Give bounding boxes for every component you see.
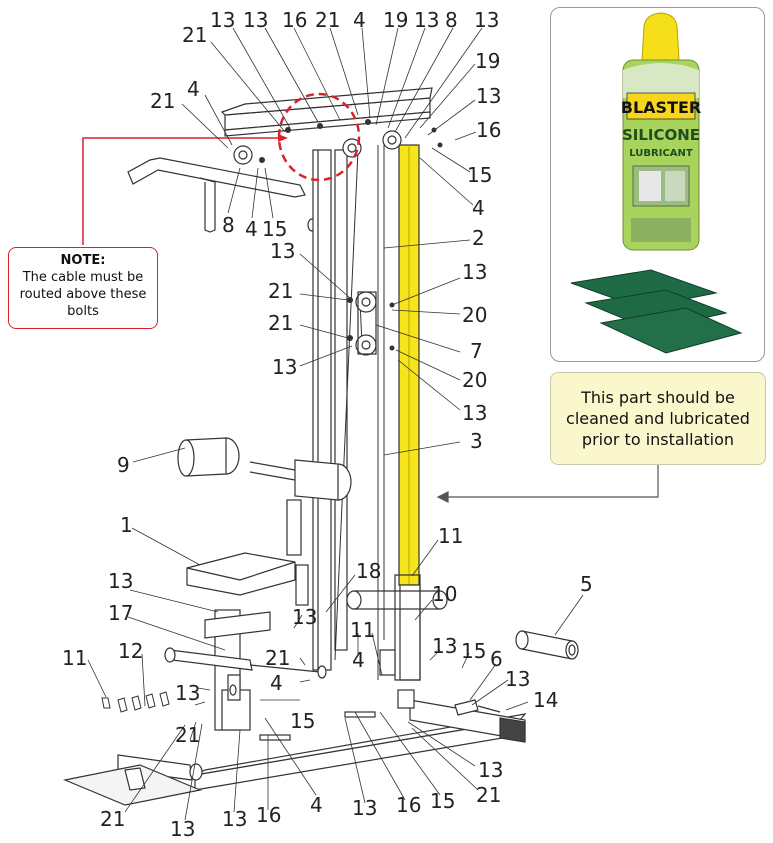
part-label: 15	[290, 709, 315, 733]
part-label: 4	[245, 217, 258, 241]
part-label: 8	[445, 8, 458, 32]
part-label: 16	[476, 118, 501, 142]
part-label: 13	[292, 605, 317, 629]
part-label: 18	[356, 559, 381, 583]
part-label: 13	[505, 667, 530, 691]
loading-pin	[515, 630, 579, 660]
misc-hardware	[259, 689, 501, 741]
product-illustration: BLASTER SILICONE LUBRICANT	[570, 12, 743, 354]
part-label: 6	[490, 647, 503, 671]
part-label: 19	[475, 49, 500, 73]
part-label: 11	[350, 618, 375, 642]
part-label: 12	[118, 639, 143, 663]
part-label: 13	[210, 8, 235, 32]
part-label: 13	[170, 817, 195, 841]
part-label: 17	[108, 601, 133, 625]
part-label: 21	[268, 311, 293, 335]
part-label: 13	[222, 807, 247, 831]
part-label: 20	[462, 368, 487, 392]
part-label: 21	[476, 783, 501, 807]
spray-can: BLASTER SILICONE LUBRICANT	[621, 12, 701, 251]
part-label: 15	[262, 217, 287, 241]
part-label: 13	[474, 8, 499, 32]
lubrication-callout: This part should be cleaned and lubricat…	[550, 372, 766, 465]
part-label: 16	[396, 793, 421, 817]
part-label: 4	[472, 196, 485, 220]
part-label: 13	[476, 84, 501, 108]
pointer-arrows	[436, 465, 659, 503]
part-label: 11	[62, 646, 87, 670]
part-label: 13	[272, 355, 297, 379]
part-label: 2	[472, 226, 485, 250]
roller-pads	[177, 437, 352, 556]
part-label: 21	[175, 723, 200, 747]
part-label: 4	[352, 648, 365, 672]
part-label: 13	[432, 634, 457, 658]
seat	[186, 552, 309, 606]
product-line1: SILICONE	[622, 126, 700, 144]
part-label: 9	[117, 453, 130, 477]
part-label: 16	[256, 803, 281, 827]
part-label: 13	[414, 8, 439, 32]
part-label: 13	[478, 758, 503, 782]
part-label: 15	[430, 789, 455, 813]
part-label: 4	[310, 793, 323, 817]
part-label: 14	[533, 688, 558, 712]
base-frame	[62, 699, 527, 806]
leader-lines	[87, 27, 584, 821]
part-label: 4	[187, 77, 200, 101]
part-label: 15	[461, 639, 486, 663]
part-number-labels: 13 13 16 21 4 19 13 8 13 21 19 21 4 13 1…	[62, 8, 593, 841]
part-label: 1	[120, 513, 133, 537]
part-label: 16	[282, 8, 307, 32]
note-text: The cable must be routed above these bol…	[19, 270, 147, 319]
part-label: 13	[243, 8, 268, 32]
part-label: 15	[467, 163, 492, 187]
lubricant-product-panel: BLASTER SILICONE LUBRICANT	[550, 7, 765, 362]
part-label: 8	[222, 213, 235, 237]
chain	[101, 691, 170, 713]
scouring-pads	[570, 269, 743, 354]
brand-text: BLASTER	[621, 98, 701, 117]
part-label: 19	[383, 8, 408, 32]
part-label: 21	[315, 8, 340, 32]
part-label: 21	[182, 23, 207, 47]
bolt-highlight-circle	[82, 92, 361, 245]
front-assembly	[164, 609, 327, 731]
part-label: 21	[265, 646, 290, 670]
routing-note: NOTE: The cable must be routed above the…	[8, 247, 158, 329]
front-upright-highlighted	[398, 144, 421, 681]
part-label: 4	[353, 8, 366, 32]
part-label: 20	[462, 303, 487, 327]
part-label: 21	[150, 89, 175, 113]
part-label: 11	[438, 524, 463, 548]
part-label: 13	[108, 569, 133, 593]
part-label: 13	[175, 681, 200, 705]
part-label: 21	[100, 807, 125, 831]
part-label: 7	[470, 339, 483, 363]
pulleys	[233, 130, 402, 356]
part-label: 13	[352, 796, 377, 820]
part-label: 13	[462, 260, 487, 284]
bolts	[259, 119, 443, 351]
part-label: 10	[432, 582, 457, 606]
part-label: 13	[270, 239, 295, 263]
part-label: 5	[580, 572, 593, 596]
top-beam	[220, 87, 433, 137]
rear-upright	[312, 149, 348, 671]
product-line2: LUBRICANT	[629, 148, 693, 159]
part-label: 4	[270, 671, 283, 695]
weight-horn	[346, 574, 448, 681]
part-label: 3	[470, 429, 483, 453]
note-title: NOTE:	[60, 253, 106, 268]
part-label: 13	[462, 401, 487, 425]
part-label: 21	[268, 279, 293, 303]
